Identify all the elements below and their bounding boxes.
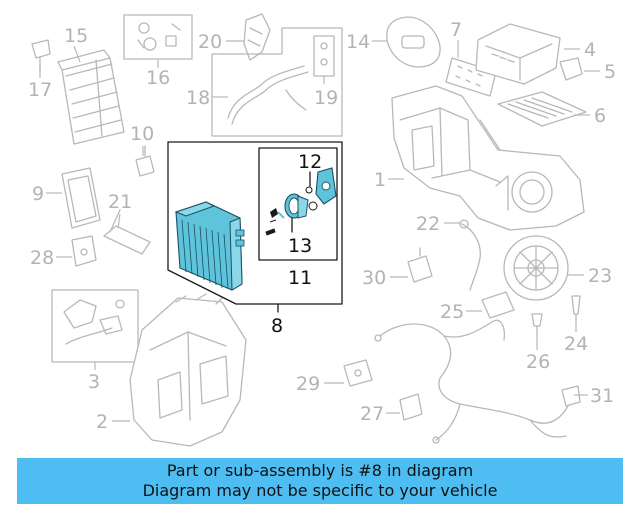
banner-line-1: Part or sub-assembly is #8 in diagram	[166, 461, 474, 480]
part-3-hardware-set[interactable]	[51, 289, 139, 363]
expansion-valve[interactable]	[305, 167, 337, 211]
callout-24: 24	[564, 333, 588, 355]
part-6-cabin-filter[interactable]	[497, 91, 587, 127]
callout-1: 1	[374, 169, 386, 191]
callout-11: 11	[288, 267, 312, 289]
part-24-screw[interactable]	[571, 295, 581, 325]
callout-29: 29	[296, 373, 320, 395]
assembly-11-frame	[258, 147, 338, 261]
assembly-8-evaporator-kit[interactable]	[167, 141, 343, 313]
part-15-heater-core[interactable]	[57, 49, 125, 145]
callout-2: 2	[96, 411, 108, 433]
callout-21: 21	[108, 191, 132, 213]
part-23-blower-motor[interactable]	[503, 235, 569, 301]
callout-14: 14	[346, 31, 370, 53]
callout-7: 7	[450, 19, 462, 41]
evaporator-core[interactable]	[174, 201, 245, 291]
callout-8: 8	[271, 315, 283, 337]
banner-line-2: Diagram may not be specific to your vehi…	[142, 481, 498, 500]
part-20-bracket[interactable]	[243, 13, 271, 61]
part-26-screw[interactable]	[531, 313, 543, 337]
callout-25: 25	[440, 301, 464, 323]
callout-23: 23	[588, 265, 612, 287]
callout-4: 4	[584, 39, 596, 61]
part-22-drain-hose[interactable]	[459, 219, 481, 291]
part-2-lower-housing[interactable]	[129, 293, 247, 447]
seal-13[interactable]	[284, 193, 309, 219]
assembly-8-frame	[167, 141, 343, 305]
callout-15: 15	[64, 25, 88, 47]
part-18-ac-pipes[interactable]	[211, 27, 343, 137]
callout-28: 28	[30, 247, 54, 269]
part-10-sensor[interactable]	[135, 145, 155, 177]
part-27-connector[interactable]	[399, 393, 423, 421]
callout-5: 5	[604, 61, 616, 83]
part-17-clip[interactable]	[31, 39, 51, 73]
callout-9: 9	[32, 183, 44, 205]
part-16-fastener-kit[interactable]	[123, 14, 193, 60]
callout-10: 10	[130, 123, 154, 145]
part-30-relay[interactable]	[407, 247, 433, 283]
part-14-seal[interactable]	[386, 16, 441, 68]
clip-set[interactable]	[265, 208, 285, 236]
part-29-module[interactable]	[343, 359, 373, 387]
callout-19: 19	[314, 87, 338, 109]
leader-15	[73, 45, 81, 63]
part-1-hvac-housing[interactable]	[391, 85, 585, 231]
part-5-actuator[interactable]	[559, 57, 583, 81]
leader-21	[117, 213, 121, 229]
part-9-filter-frame[interactable]	[61, 167, 101, 229]
callout-22: 22	[416, 213, 440, 235]
callout-16: 16	[146, 67, 170, 89]
callout-12: 12	[298, 151, 322, 173]
part-31-connector[interactable]	[561, 385, 581, 407]
info-banner: Part or sub-assembly is #8 in diagram Di…	[17, 458, 623, 504]
callout-20: 20	[198, 31, 222, 53]
callout-26: 26	[526, 351, 550, 373]
callout-3: 3	[88, 371, 100, 393]
callout-31: 31	[590, 385, 614, 407]
callout-18: 18	[186, 87, 210, 109]
part-4-control-unit[interactable]	[475, 23, 561, 85]
part-28-bracket[interactable]	[71, 235, 97, 267]
wiring-harness[interactable]	[374, 319, 569, 444]
callout-6: 6	[594, 105, 606, 127]
callout-17: 17	[28, 79, 52, 101]
part-21-temp-sensor[interactable]	[103, 209, 151, 255]
part-25-resistor[interactable]	[481, 291, 515, 319]
callout-27: 27	[360, 403, 384, 425]
callout-13: 13	[288, 235, 312, 257]
callout-30: 30	[362, 267, 386, 289]
